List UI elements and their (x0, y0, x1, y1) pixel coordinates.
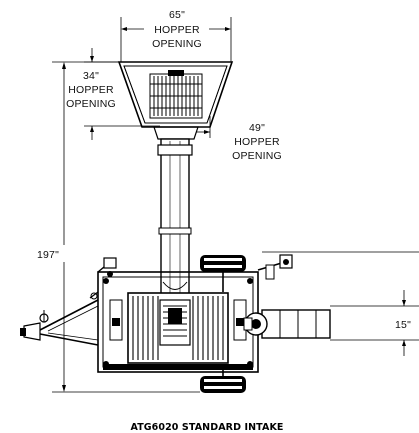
hopper-depth-label-1: HOPPER (68, 84, 114, 96)
hopper-lower-label-2: OPENING (232, 150, 282, 162)
right-crank (257, 254, 293, 280)
tow-hitch (20, 299, 99, 346)
left-crank (89, 257, 117, 300)
dim-intake-side: 15" (262, 251, 419, 356)
intake-side-value: 15" (395, 319, 411, 331)
wheels (200, 255, 246, 393)
hopper-grate (149, 70, 203, 119)
dim-hopper-width: 65" HOPPER OPENING (120, 9, 232, 62)
hopper-lower-value: 49" (249, 122, 265, 134)
hopper (117, 61, 234, 140)
hopper-width-label-1: HOPPER (154, 24, 200, 36)
machine-body (97, 271, 259, 373)
hopper-depth-label-2: OPENING (66, 98, 116, 110)
dim-overall-height: 197" (37, 61, 200, 393)
overall-height-value: 197" (37, 249, 59, 261)
figure-caption: ATG6020 STANDARD INTAKE (130, 422, 283, 433)
hopper-depth-value: 34" (83, 70, 99, 82)
side-intake-tube (243, 309, 331, 339)
dim-hopper-lower: 49" HOPPER OPENING (196, 116, 282, 162)
hopper-width-value: 65" (169, 9, 185, 21)
hopper-lower-label-1: HOPPER (234, 136, 280, 148)
dim-hopper-depth: 34" HOPPER OPENING (66, 48, 160, 140)
auger-tube (157, 138, 193, 303)
drum-ribs (132, 296, 224, 360)
hopper-width-label-2: OPENING (152, 38, 202, 50)
